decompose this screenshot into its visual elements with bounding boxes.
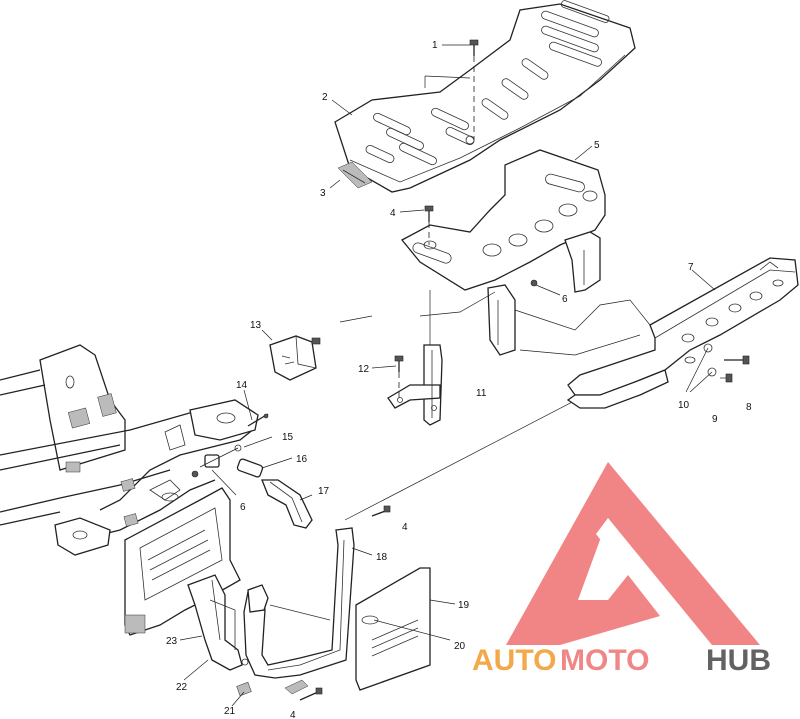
callout-17: 17 <box>318 486 330 497</box>
callout-1: 1 <box>432 40 438 51</box>
callout-10: 10 <box>678 400 690 411</box>
bolt-part-4-middle <box>371 505 391 517</box>
callout-8: 8 <box>746 402 752 413</box>
front-rack <box>334 0 636 193</box>
bolt-part-1 <box>469 39 479 140</box>
bracket-part-11 <box>387 344 443 426</box>
hardware-parts-14-15 <box>199 413 269 468</box>
callout-2: 2 <box>322 92 328 103</box>
callout-3: 3 <box>320 188 326 199</box>
bolt-part-4-bottom <box>299 687 323 701</box>
brush-guard-part-18 <box>243 527 355 695</box>
panel-part-19 <box>355 567 431 691</box>
vehicle-frame <box>0 344 259 556</box>
callout-4-bottom: 4 <box>290 710 296 719</box>
watermark-logo: AUTO MOTO HUB <box>472 462 771 677</box>
watermark-word-hub: HUB <box>706 644 771 677</box>
callout-23: 23 <box>166 636 178 647</box>
leader-lines <box>179 44 716 707</box>
hardware-parts-8-9-10 <box>685 343 750 393</box>
callout-14: 14 <box>236 380 248 391</box>
watermark-word-auto: AUTO <box>472 644 556 677</box>
callout-6-lower: 6 <box>240 502 246 513</box>
callout-19: 19 <box>458 600 470 611</box>
callout-11: 11 <box>476 388 487 399</box>
bracket-part-3 <box>337 161 373 189</box>
callout-7: 7 <box>688 262 694 273</box>
watermark-word-moto: MOTO <box>560 644 649 677</box>
watermark-triangle <box>506 462 760 645</box>
callout-15: 15 <box>282 432 294 443</box>
callout-5: 5 <box>594 140 600 151</box>
callout-4-upper: 4 <box>390 208 396 219</box>
cap-part-13 <box>269 335 321 381</box>
callout-22: 22 <box>176 682 188 693</box>
callout-labels: 1 2 3 4 5 6 7 8 9 10 11 12 13 14 15 16 1… <box>166 40 752 719</box>
hose-part-16-17 <box>191 458 313 529</box>
callout-6-upper: 6 <box>562 294 568 305</box>
bolt-part-6-upper <box>530 279 538 287</box>
bracket-parts-21-22-23 <box>187 574 252 697</box>
callout-18: 18 <box>376 552 388 563</box>
rack-support-part-5 <box>400 149 606 356</box>
callout-21: 21 <box>224 706 236 717</box>
callout-12: 12 <box>358 364 370 375</box>
bolt-part-12 <box>394 355 404 398</box>
callout-4-middle: 4 <box>402 522 408 533</box>
watermark-triangle-inner <box>578 518 640 600</box>
bumper-part-7 <box>566 257 799 409</box>
bolt-part-4-upper <box>424 205 434 245</box>
callout-20: 20 <box>454 641 466 652</box>
callout-16: 16 <box>296 454 308 465</box>
callout-9: 9 <box>712 414 718 425</box>
radiator <box>124 487 241 636</box>
callout-13: 13 <box>250 320 262 331</box>
